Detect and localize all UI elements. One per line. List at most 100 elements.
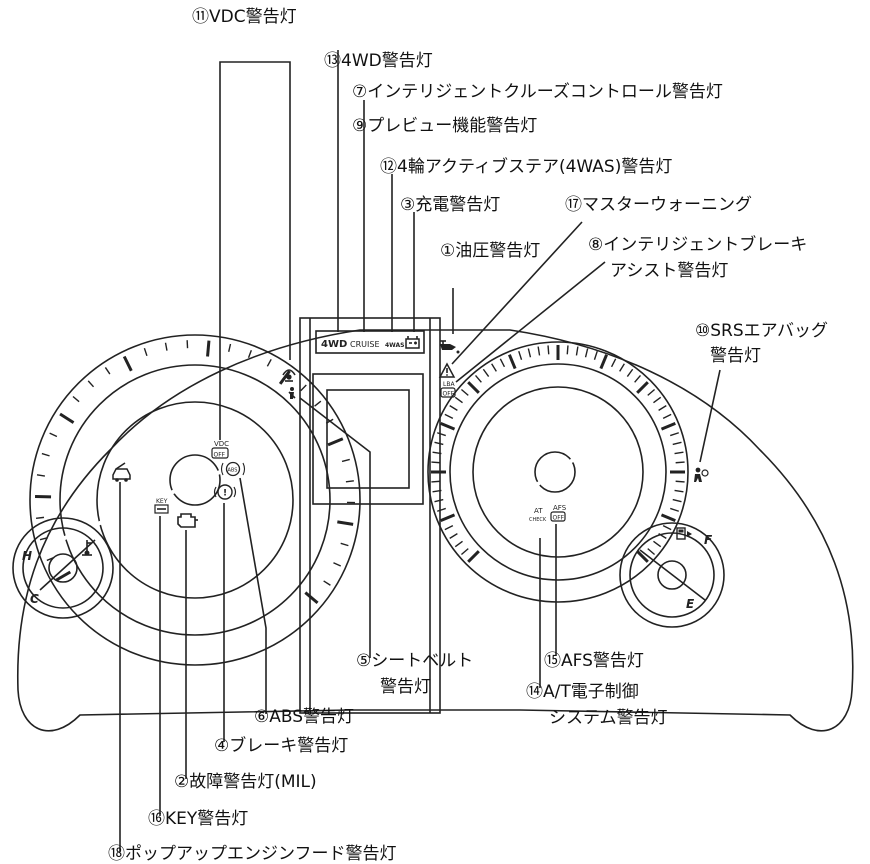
gauge-tick — [454, 396, 463, 404]
cruise-indicator: CRUISE — [350, 340, 380, 349]
label-at-2: システム警告灯 — [549, 708, 668, 728]
gauge-tick — [340, 542, 349, 547]
abs-indicator: ABS — [220, 461, 246, 477]
gauge-tick — [675, 480, 685, 483]
gauge-tick — [653, 396, 662, 404]
gauge-tick — [491, 363, 497, 372]
gauge-tick — [436, 507, 446, 512]
label-brake-assist-2: アシスト警告灯 — [610, 261, 728, 281]
gauge-tick — [323, 580, 331, 586]
label-key: ⑯KEY警告灯 — [148, 809, 248, 829]
gauge-tick — [658, 405, 667, 411]
gauge-tick — [59, 412, 75, 424]
svg-text:AFS: AFS — [553, 504, 567, 512]
battery-icon — [405, 336, 420, 349]
gauge-tick — [482, 368, 490, 377]
svg-text:CHECK: CHECK — [529, 517, 547, 523]
gauge-tick — [593, 350, 598, 360]
gauge-tick — [454, 540, 463, 548]
label-mil: ②故障警告灯(MIL) — [174, 772, 317, 792]
gauge-tick — [314, 400, 322, 407]
label-charge: ③充電警告灯 — [400, 195, 500, 215]
gauge-tick — [55, 570, 72, 582]
label-vdc: ⑪VDC警告灯 — [192, 7, 297, 27]
oil-pressure-icon — [440, 340, 460, 354]
gauge-tick — [440, 422, 456, 431]
gauge-tick — [547, 345, 550, 355]
label-oil-pressure: ①油圧警告灯 — [440, 241, 540, 261]
gauge-tick — [566, 345, 569, 355]
gauge-tick — [434, 441, 444, 446]
afs-indicator: AFS OFF — [550, 504, 567, 522]
gauge-tick — [35, 516, 45, 519]
svg-text:LBA: LBA — [443, 381, 455, 388]
lba-indicator: LBA OFF — [440, 381, 456, 398]
fuel-pump-icon — [676, 527, 692, 540]
gauge-tick — [647, 388, 656, 396]
label-airbag-2: 警告灯 — [710, 346, 761, 366]
gauge-tick — [432, 451, 442, 455]
gauge-tick — [436, 432, 446, 437]
gauge-tick — [41, 452, 50, 457]
gauge-tick — [87, 380, 95, 388]
gauge-tick — [672, 498, 682, 503]
gauge-tick — [327, 437, 344, 447]
label-seatbelt-1: ⑤シートベルト — [356, 651, 473, 671]
gauge-tick — [474, 374, 482, 383]
gauge-tick — [499, 358, 506, 368]
coolant-temp-icon — [82, 540, 92, 556]
gauge-tick — [660, 513, 676, 522]
gauge-tick — [206, 340, 211, 357]
gauge-tick — [278, 370, 291, 385]
label-seatbelt-2: 警告灯 — [380, 677, 431, 697]
gauge-tick — [575, 346, 579, 356]
gauge-tick — [300, 384, 307, 392]
gauge-tick — [143, 347, 148, 357]
label-abs: ⑥ABS警告灯 — [254, 707, 354, 727]
gauge-tick — [672, 441, 682, 446]
gauge-tick — [527, 348, 532, 358]
gauge-tick — [449, 533, 458, 539]
gauge-f-label: F — [704, 533, 713, 547]
label-master-warning: ⑰マスターウォーニング — [565, 195, 752, 215]
gauge-tick — [72, 395, 80, 403]
gauge-tick — [619, 363, 625, 372]
gauge-tick — [345, 480, 354, 483]
label-cruise-control: ⑦インテリジェントクルーズコントロール警告灯 — [352, 82, 723, 102]
seatbelt-icon — [288, 387, 296, 399]
gauge-tick — [449, 405, 458, 411]
gauge-tick — [636, 381, 649, 394]
gauge-tick — [460, 388, 469, 396]
gauge-tick — [674, 489, 684, 493]
gauge-tick — [304, 591, 319, 604]
preview-icon — [282, 369, 296, 382]
gauge-tick — [333, 562, 342, 567]
gauge-tick — [39, 537, 48, 541]
popup-hood-icon — [112, 462, 131, 482]
gauge-tick — [634, 374, 642, 383]
gauge-tick — [599, 354, 608, 370]
svg-text:OFF: OFF — [214, 452, 226, 459]
gauge-tick — [444, 524, 454, 531]
label-preview: ⑨プレビュー機能警告灯 — [352, 116, 537, 136]
gauge-tick — [660, 422, 676, 431]
4wd-indicator: 4WD — [321, 339, 347, 350]
gauge-tick — [610, 358, 617, 368]
gauge-tick — [584, 348, 589, 358]
gauge-tick — [636, 550, 649, 563]
brake-icon: ! — [213, 484, 237, 500]
gauge-tick — [460, 548, 469, 556]
callout-labels: ⑪VDC警告灯 ⑬4WD警告灯 ⑦インテリジェントクルーズコントロール警告灯 ⑨… — [108, 7, 828, 864]
leader-lines — [119, 50, 721, 852]
gauge-tick — [49, 432, 58, 438]
gauge-tick — [670, 432, 680, 437]
key-indicator: KEY — [154, 498, 169, 514]
gauge-tick — [444, 413, 454, 420]
gauge-tick — [647, 548, 656, 556]
gauge-tick — [662, 524, 672, 531]
label-brake: ④ブレーキ警告灯 — [214, 735, 348, 756]
gauge-tick — [164, 342, 168, 351]
svg-text:KEY: KEY — [156, 498, 168, 505]
gauge-tick — [434, 498, 444, 503]
